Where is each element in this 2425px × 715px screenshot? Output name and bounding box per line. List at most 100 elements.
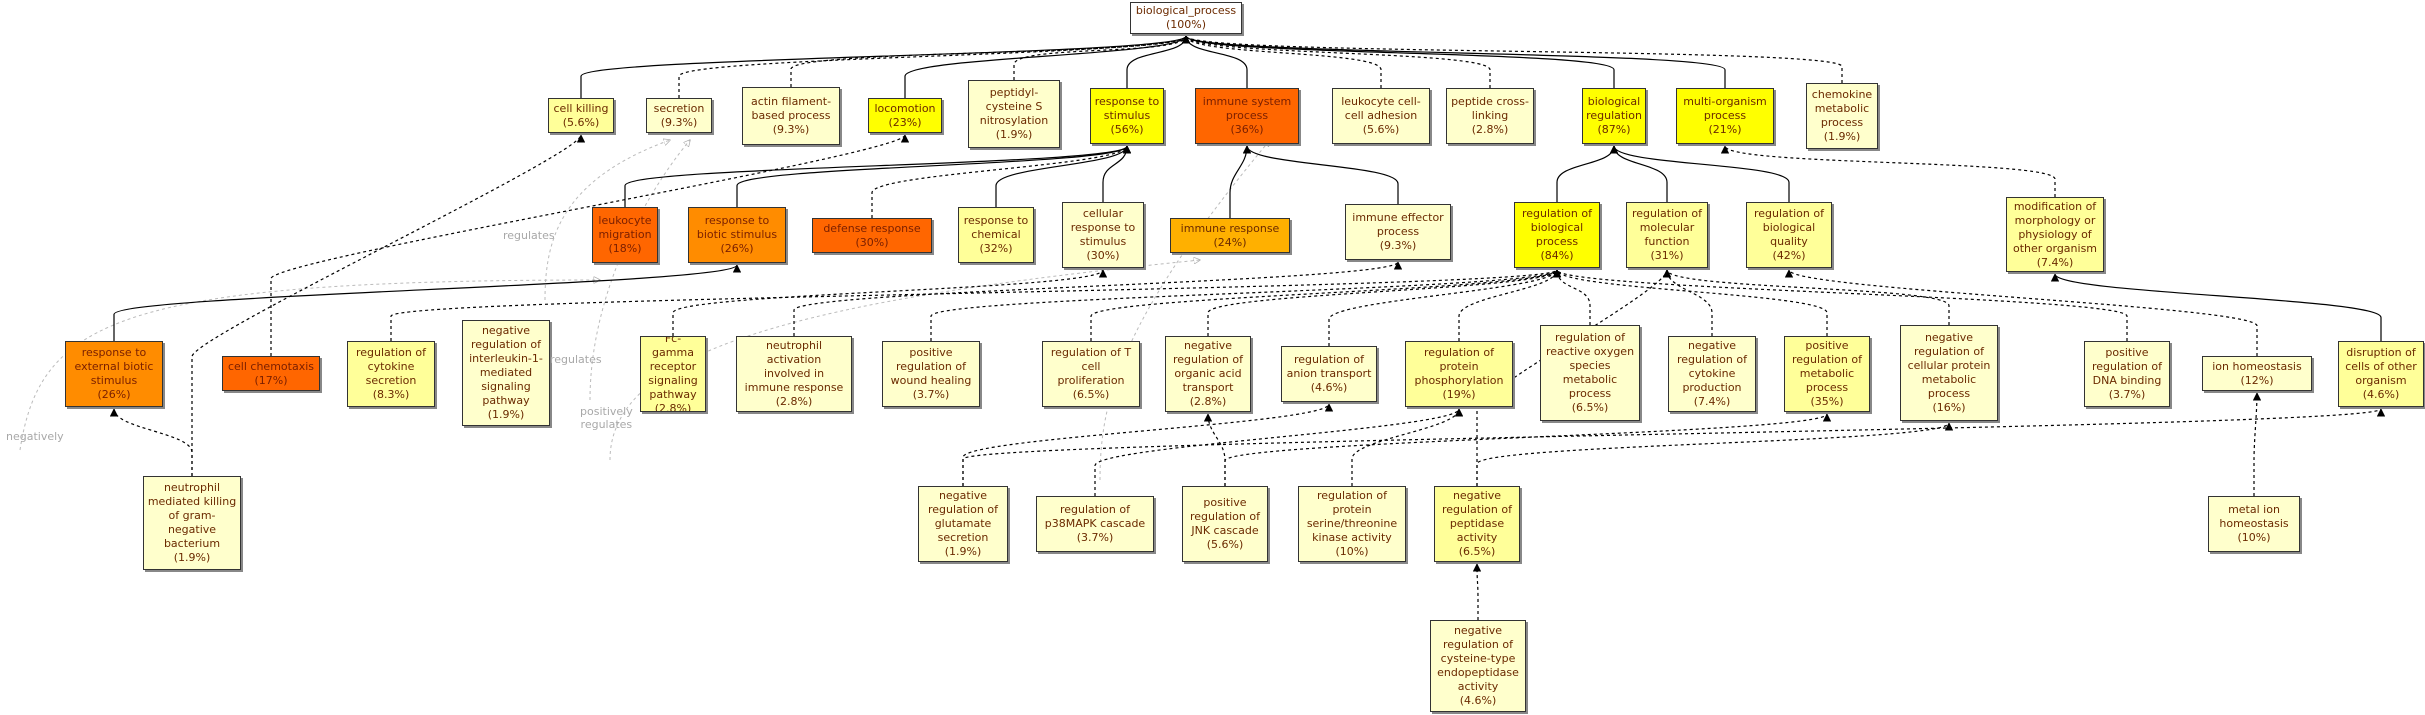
is-a-edge: [1181, 35, 1615, 88]
go-term-node-response-to-stimulus[interactable]: response to stimulus (56%): [1090, 88, 1164, 144]
go-term-node-cell-chemotaxis[interactable]: cell chemotaxis (17%): [222, 356, 320, 391]
go-term-node-immune-effector[interactable]: immune effector process (9.3%): [1345, 204, 1451, 260]
go-term-node-disruption-cells[interactable]: disruption of cells of other organism (4…: [2338, 341, 2424, 407]
negatively-regulates-edge: [19, 280, 600, 451]
is-a-edge: [1224, 413, 1831, 486]
go-term-node-biological-process[interactable]: biological_process (100%): [1130, 2, 1242, 34]
go-term-node-reg-p38mapk[interactable]: regulation of p38MAPK cascade (3.7%): [1036, 496, 1154, 552]
go-term-node-modification-morphology[interactable]: modification of morphology or physiology…: [2006, 197, 2104, 272]
go-term-node-neg-reg-cytokine-production[interactable]: negative regulation of cytokine producti…: [1668, 336, 1756, 412]
go-term-node-neutrophil-activation[interactable]: neutrophil activation involved in immune…: [736, 336, 852, 412]
is-a-edge: [580, 35, 1190, 98]
go-term-node-neg-reg-cysteine-endopeptidase[interactable]: negative regulation of cysteine-type end…: [1430, 620, 1526, 712]
go-term-node-cell-killing[interactable]: cell killing (5.6%): [548, 98, 614, 133]
is-a-edge: [962, 408, 2385, 486]
is-a-edge: [995, 145, 1132, 207]
go-term-node-reg-t-cell[interactable]: regulation of T cell proliferation (6.5%…: [1042, 341, 1140, 407]
is-a-edge: [1351, 408, 1464, 486]
go-term-node-neg-reg-il1[interactable]: negative regulation of interleukin-1- me…: [462, 320, 550, 426]
go-term-node-regulation-cytokine-secretion[interactable]: regulation of cytokine secretion (8.3%): [347, 341, 435, 407]
is-a-edge: [1102, 145, 1132, 202]
go-term-node-leukocyte-migration[interactable]: leukocyte migration (18%): [592, 207, 658, 263]
is-a-edge: [1229, 145, 1252, 218]
edge-label-positively-regulates: positively regulates: [580, 405, 633, 431]
go-term-node-response-biotic[interactable]: response to biotic stimulus (26%): [688, 207, 786, 263]
go-term-node-regulation-biological-process[interactable]: regulation of biological process (84%): [1514, 202, 1600, 268]
is-a-edge: [1552, 269, 1591, 325]
go-term-node-immune-response[interactable]: immune response (24%): [1170, 218, 1290, 253]
go-term-node-neg-reg-organic-acid[interactable]: negative regulation of organic acid tran…: [1165, 336, 1251, 412]
go-term-node-secretion[interactable]: secretion (9.3%): [646, 98, 712, 133]
is-a-edge: [1013, 35, 1191, 80]
is-a-edge: [1328, 269, 1562, 346]
is-a-edge: [390, 269, 1561, 341]
go-term-node-peptide-crosslinking[interactable]: peptide cross- linking (2.8%): [1446, 88, 1534, 144]
go-term-node-reg-ros-metabolic[interactable]: regulation of reactive oxygen species me…: [1540, 325, 1640, 421]
go-term-node-neutrophil-killing[interactable]: neutrophil mediated killing of gram- neg…: [143, 476, 241, 570]
go-term-node-actin-filament[interactable]: actin filament- based process (9.3%): [742, 87, 840, 145]
go-term-node-chemokine-metabolic[interactable]: chemokine metabolic process (1.9%): [1806, 83, 1878, 149]
go-term-node-biological-regulation[interactable]: biological regulation (87%): [1582, 88, 1646, 144]
is-a-edge: [1472, 563, 1482, 620]
go-term-node-multi-organism[interactable]: multi-organism process (21%): [1676, 88, 1774, 144]
go-term-node-ion-homeostasis[interactable]: ion homeostasis (12%): [2202, 356, 2312, 391]
edge-label-regulates: regulates: [503, 229, 555, 242]
regulates-edge: [589, 140, 690, 401]
is-a-edge: [672, 269, 1108, 336]
is-a-edge: [1476, 422, 1954, 486]
go-term-node-leukocyte-adhesion[interactable]: leukocyte cell- cell adhesion (5.6%): [1332, 88, 1430, 144]
is-a-edge: [1207, 269, 1562, 336]
regulates-edge: [544, 140, 670, 301]
go-term-node-reg-protein-phosphorylation[interactable]: regulation of protein phosphorylation (1…: [1405, 341, 1513, 407]
is-a-edge: [1784, 269, 2258, 356]
go-term-node-immune-system-process[interactable]: immune system process (36%): [1195, 88, 1299, 144]
go-term-node-neg-reg-glutamate[interactable]: negative regulation of glutamate secreti…: [918, 486, 1008, 562]
go-term-node-metal-ion-homeostasis[interactable]: metal ion homeostasis (10%): [2208, 496, 2300, 552]
is-a-edge: [1609, 145, 1668, 202]
is-a-edge: [1662, 269, 1713, 336]
is-a-edge: [2050, 273, 2382, 341]
is-a-edge: [962, 403, 1334, 486]
go-term-node-regulation-biological-quality[interactable]: regulation of biological quality (42%): [1746, 202, 1832, 268]
is-a-edge: [270, 134, 909, 356]
go-term-node-locomotion[interactable]: locomotion (23%): [868, 98, 942, 133]
go-term-node-pos-reg-wound[interactable]: positive regulation of wound healing (3.…: [882, 341, 980, 407]
go-term-node-pos-reg-metabolic[interactable]: positive regulation of metabolic process…: [1784, 336, 1870, 412]
is-a-edge: [904, 35, 1191, 98]
go-term-node-response-external-biotic[interactable]: response to external biotic stimulus (26…: [65, 341, 163, 407]
go-term-node-response-chemical[interactable]: response to chemical (32%): [958, 207, 1034, 263]
go-term-node-defense-response[interactable]: defense response (30%): [812, 218, 932, 253]
is-a-edge: [113, 264, 741, 341]
go-term-node-fc-gamma[interactable]: Fc-gamma receptor signaling pathway (2.8…: [640, 336, 706, 412]
positively-regulates-edge: [609, 260, 1200, 461]
go-term-node-reg-protein-serine[interactable]: regulation of protein serine/threonine k…: [1298, 486, 1406, 562]
edge-label-regulates: regulates: [550, 353, 602, 366]
is-a-edge: [1553, 269, 2128, 341]
edge-label-negatively-regulates: negatively: [6, 430, 64, 443]
go-term-node-regulation-molecular-function[interactable]: regulation of molecular function (31%): [1626, 202, 1708, 268]
go-term-node-reg-anion-transport[interactable]: regulation of anion transport (4.6%): [1281, 346, 1377, 402]
go-term-node-pos-reg-dna-binding[interactable]: positive regulation of DNA binding (3.7%…: [2084, 341, 2170, 407]
go-term-node-cellular-response[interactable]: cellular response to stimulus (30%): [1062, 202, 1144, 268]
is-a-edge: [109, 408, 193, 476]
go-term-node-pos-reg-jnk[interactable]: positive regulation of JNK cascade (5.6%…: [1182, 486, 1268, 562]
is-a-edge: [1662, 269, 1950, 325]
is-a-edge: [1458, 269, 1562, 341]
is-a-edge: [793, 261, 1402, 336]
go-term-node-neg-reg-peptidase[interactable]: negative regulation of peptidase activit…: [1434, 486, 1520, 562]
is-a-edge: [191, 134, 586, 476]
is-a-edge-layer: [109, 35, 2385, 620]
is-a-edge: [1182, 35, 1843, 83]
is-a-edge: [1094, 408, 1464, 496]
go-term-node-neg-reg-cellular-protein-metabolic[interactable]: negative regulation of cellular protein …: [1900, 325, 1998, 421]
is-a-edge: [1556, 145, 1619, 202]
is-a-edge: [930, 269, 1561, 341]
is-a-edge: [2252, 392, 2262, 496]
regulates-edge: [1099, 140, 1270, 481]
is-a-edge: [1552, 269, 1828, 336]
is-a-edge: [1181, 35, 1491, 88]
is-a-edge: [871, 145, 1132, 218]
go-term-node-peptidyl-cysteine[interactable]: peptidyl- cysteine S nitrosylation (1.9%…: [968, 80, 1060, 148]
